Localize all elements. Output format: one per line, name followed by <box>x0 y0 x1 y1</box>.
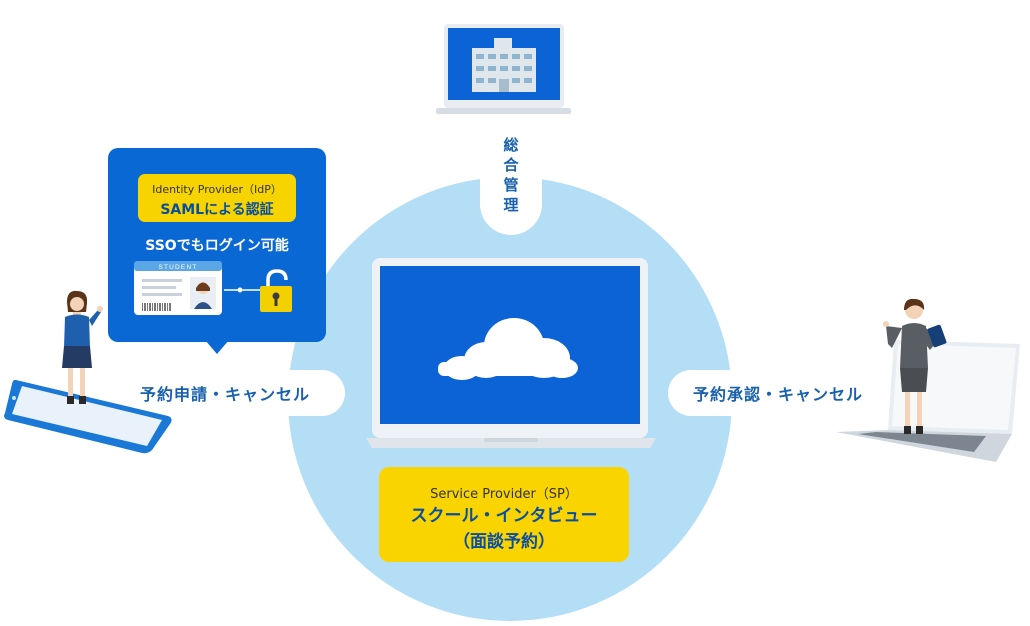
card-lock-connector <box>224 287 260 293</box>
admin-laptop-icon <box>436 24 571 114</box>
request-cancel-label: 予約申請・キャンセル <box>105 370 345 416</box>
cloud-laptop-icon <box>366 258 656 448</box>
sp-service-line1: スクール・インタビュー <box>410 506 598 526</box>
idp-bubble: Identity Provider（IdP） SAMLによる認証 SSOでもログ… <box>108 148 326 342</box>
building-icon <box>472 38 536 92</box>
idp-name: Identity Provider（IdP） <box>152 183 282 196</box>
idp-bubble-tail <box>205 340 229 354</box>
sso-note: SSOでもログイン可能 <box>145 238 289 254</box>
smartphone-icon <box>4 379 172 454</box>
idp-label: Identity Provider（IdP） SAMLによる認証 <box>138 174 296 222</box>
cloud-icon <box>438 318 578 380</box>
staff-figure <box>883 298 947 434</box>
sp-service-line2: （面談予約） <box>453 532 555 552</box>
admin-label: 総 合 管 理 <box>480 115 542 235</box>
approve-cancel-label: 予約承認・キャンセル <box>668 370 888 416</box>
padlock-icon <box>260 269 292 312</box>
sp-name: Service Provider（SP） <box>430 487 578 502</box>
student-figure <box>62 290 103 404</box>
card-header-text: STUDENT <box>158 264 197 271</box>
student-card-icon: STUDENT <box>134 261 222 315</box>
sp-label: Service Provider（SP） スクール・インタビュー （面談予約） <box>379 467 629 562</box>
idp-auth-method: SAMLによる認証 <box>160 202 274 218</box>
